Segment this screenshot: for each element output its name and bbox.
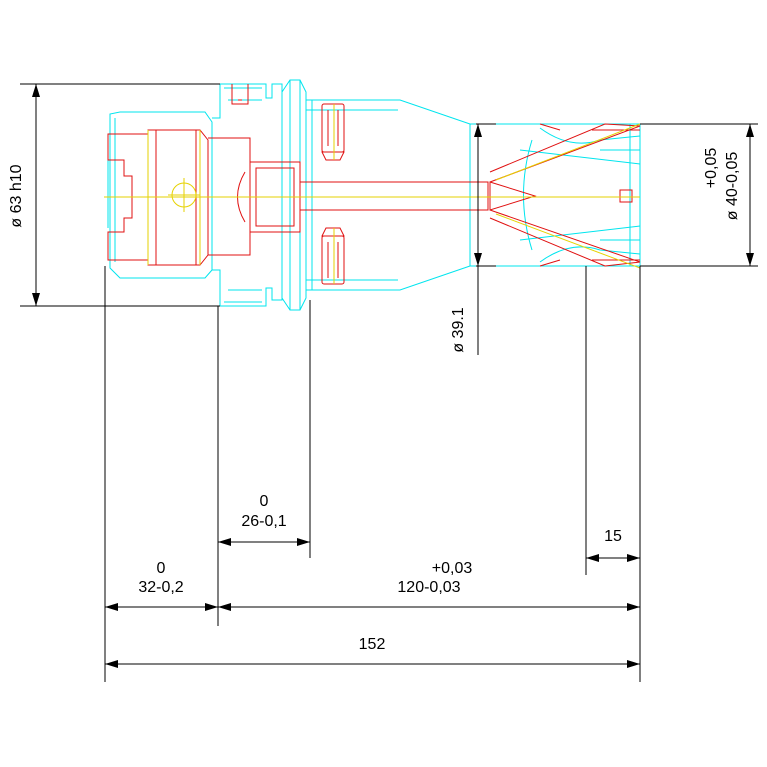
dim-26-upper: 0 — [260, 493, 269, 510]
dimension-lines — [20, 83, 758, 682]
dim-120: 120-0,03 — [397, 579, 460, 596]
dim-120-upper: +0,03 — [432, 560, 473, 577]
dim-15: 15 — [604, 528, 622, 545]
dim-32: 32-0,2 — [138, 579, 183, 596]
part-outline — [107, 79, 641, 311]
internal-detail — [107, 84, 641, 285]
dim-diameter-40: ø 40-0,05 — [724, 152, 741, 221]
centerlines — [104, 104, 641, 284]
dim-diameter-63: ø 63 h10 — [8, 164, 25, 227]
dim-152: 152 — [359, 636, 386, 653]
dim-diameter-40-tolerance: +0,05 — [703, 148, 720, 189]
dim-32-upper: 0 — [157, 560, 166, 577]
dimension-labels: ø 63 h10 ø 39.1 +0,05 ø 40-0,05 0 26-0,1… — [8, 148, 741, 653]
dim-diameter-39: ø 39.1 — [450, 307, 467, 352]
dim-26: 26-0,1 — [241, 513, 286, 530]
